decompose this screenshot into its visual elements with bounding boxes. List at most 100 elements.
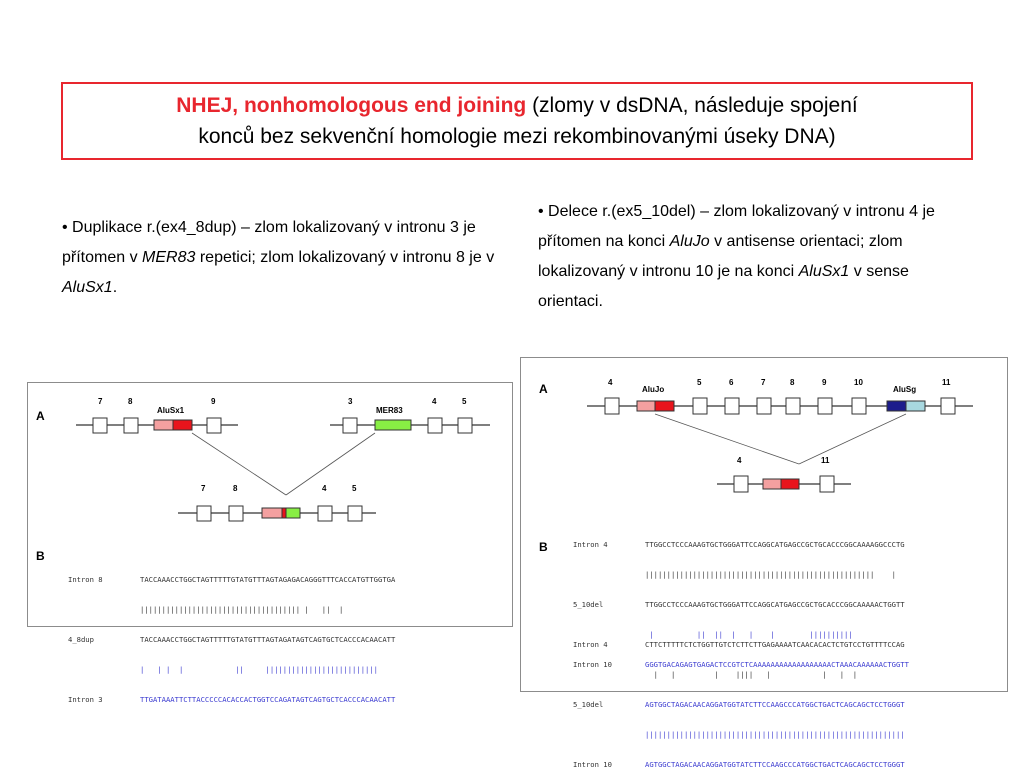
alignment-row: ||||||||||||||||||||||||||||||||||||||||… xyxy=(573,730,905,740)
alignment-row: 5_10del TTGGCCTCCCAAAGTGCTGGGATTCCAGGCATG… xyxy=(573,600,909,610)
seq-match-line: ||||||||||||||||||||||||||||||||||||| | … xyxy=(140,605,344,614)
title-line-1: NHEJ, nonhomologous end joining (zlomy v… xyxy=(63,90,971,121)
exon-label: 11 xyxy=(942,378,951,387)
exon-box xyxy=(317,505,333,522)
left-bullet-part3: . xyxy=(112,279,118,296)
seq-text: TACCAAACCTGGCTAGTTTTTGTATGTTTAGTAGATAGTC… xyxy=(140,635,396,644)
exon-box xyxy=(347,505,363,522)
seq-name xyxy=(573,730,645,740)
exon-label: 3 xyxy=(348,397,353,406)
right-bullet-italic1: AluJo xyxy=(669,233,710,250)
exon-label: 7 xyxy=(201,484,206,493)
exon-label: 9 xyxy=(822,378,827,387)
seq-name: Intron 10 xyxy=(573,660,612,669)
right-bullet-italic2: AluSx1 xyxy=(798,263,850,280)
panel-label-b: B xyxy=(36,549,45,563)
exon-label: 5 xyxy=(697,378,702,387)
seq-name xyxy=(573,670,645,680)
seq-text: TTGGCCTCCCAAAGTGCTGGGATTCCAGGCATGAGCCGCT… xyxy=(645,600,905,609)
repeat-label-alusg: AluSg xyxy=(893,385,917,394)
alignment-row: ||||||||||||||||||||||||||||||||||||||||… xyxy=(573,570,909,580)
left-bullet-italic1: MER83 xyxy=(142,249,196,266)
exon-box xyxy=(457,417,473,434)
seq-name: Intron 10 xyxy=(573,760,612,768)
panel-label-b: B xyxy=(539,540,548,554)
seq-name xyxy=(68,605,140,615)
exon-box xyxy=(940,397,956,415)
right-bullet-part3: v sense orientaci. xyxy=(538,263,909,310)
seq-text: AGTGGCTAGACAACAGGATGGTATCTTCCAAGCCCATGGC… xyxy=(645,700,905,709)
exon-label: 8 xyxy=(790,378,795,387)
exon-label: 7 xyxy=(761,378,766,387)
seq-name: 5_10del xyxy=(573,700,604,709)
fusion-dark-segment xyxy=(281,507,287,519)
exon-label: 8 xyxy=(233,484,238,493)
exon-box xyxy=(228,505,244,522)
alignment-row: ||||||||||||||||||||||||||||||||||||| | … xyxy=(68,605,395,615)
exon-box xyxy=(817,397,833,415)
seq-name: Intron 4 xyxy=(573,640,608,649)
right-bullet-part1: • Delece r.(ex5_10del) – zlom lokalizova… xyxy=(538,203,935,250)
alignment-row: 4_8dup TACCAAACCTGGCTAGTTTTTGTATGTTTAGTAG… xyxy=(68,635,395,645)
seq-match-line: ||||||||||||||||||||||||||||||||||||||||… xyxy=(645,570,896,579)
left-bullet-italic2: AluSx1 xyxy=(62,279,113,296)
exon-label: 6 xyxy=(729,378,734,387)
exon-label: 4 xyxy=(432,397,437,406)
seq-match-line: | | | |||| | | | | xyxy=(645,670,858,679)
alignment-row: | || || | | | |||||||||| xyxy=(573,630,909,640)
exon-label: 5 xyxy=(352,484,357,493)
exon-label: 8 xyxy=(128,397,133,406)
gene-diagram-right xyxy=(587,397,973,493)
exon-label: 7 xyxy=(98,397,103,406)
figure-duplication: A B 7 8 AluSx1 9 3 MER83 4 5 7 8 4 xyxy=(27,382,513,704)
seq-name: Intron 4 xyxy=(573,540,608,549)
seq-text: AGTGGCTAGACAACAGGATGGTATCTTCCAAGCCCATGGC… xyxy=(645,760,905,768)
seq-name: Intron 3 xyxy=(68,695,103,704)
seq-name: 4_8dup xyxy=(68,635,94,644)
fusion-light-segment xyxy=(261,507,283,519)
alujo-dark-segment xyxy=(654,400,675,412)
seq-name xyxy=(68,665,140,675)
exon-box xyxy=(819,475,835,493)
exon-box xyxy=(123,417,139,434)
exon-box xyxy=(342,417,358,434)
title-rest: (zlomy v dsDNA, následuje spojení xyxy=(526,94,858,117)
exon-box xyxy=(604,397,620,415)
seq-text: CTTCTTTTTCTCTGGTTGTCTCTTCTTGAGAAAATCAACA… xyxy=(645,640,905,649)
seq-match-line: ||||||||||||||||||||||||||||||||||||||||… xyxy=(645,730,905,739)
panel-label-a: A xyxy=(36,409,45,423)
fusion-light-segment xyxy=(762,478,782,490)
alignment-row: Intron 10 AGTGGCTAGACAACAGGATGGTATCTTCCAA… xyxy=(573,760,905,768)
title-box: NHEJ, nonhomologous end joining (zlomy v… xyxy=(61,82,973,160)
seq-name xyxy=(573,570,645,580)
exon-box xyxy=(92,417,108,434)
exon-label: 10 xyxy=(854,378,863,387)
exon-label: 9 xyxy=(211,397,216,406)
seq-text: GGGTGACAGAGTGAGACTCCGTCTCAAAAAAAAAAAAAAA… xyxy=(645,660,909,669)
exon-box xyxy=(733,475,749,493)
panel-label-a: A xyxy=(539,382,548,396)
exon-label: 4 xyxy=(322,484,327,493)
exon-box xyxy=(692,397,708,415)
exon-box xyxy=(206,417,222,434)
left-bullet-part1: • Duplikace r.(ex4_8dup) – zlom lokalizo… xyxy=(62,219,476,266)
repeat-label-alujo: AluJo xyxy=(642,385,665,394)
alusg-light-segment xyxy=(905,400,926,412)
alusx1-dark-segment xyxy=(172,419,193,431)
alignment-row: | | | |||| | | | | xyxy=(573,670,905,680)
alusg-dark-segment xyxy=(886,400,907,412)
alignment-right-2: Intron 4 CTTCTTTTTCTCTGGTTGTCTCTTCTTGAGAA… xyxy=(573,620,905,768)
left-bullet-part2: repetici; zlom lokalizovaný v intronu 8 … xyxy=(195,249,495,266)
exon-label: 4 xyxy=(608,378,613,387)
title-line-2: konců bez sekvenční homologie mezi rekom… xyxy=(198,125,836,148)
alusx1-light-segment xyxy=(153,419,174,431)
alujo-light-segment xyxy=(636,400,656,412)
exon-label: 5 xyxy=(462,397,467,406)
right-bullet-text: • Delece r.(ex5_10del) – zlom lokalizova… xyxy=(538,197,978,317)
seq-name: 5_10del xyxy=(573,600,604,609)
left-bullet-text: • Duplikace r.(ex4_8dup) – zlom lokalizo… xyxy=(62,213,502,303)
